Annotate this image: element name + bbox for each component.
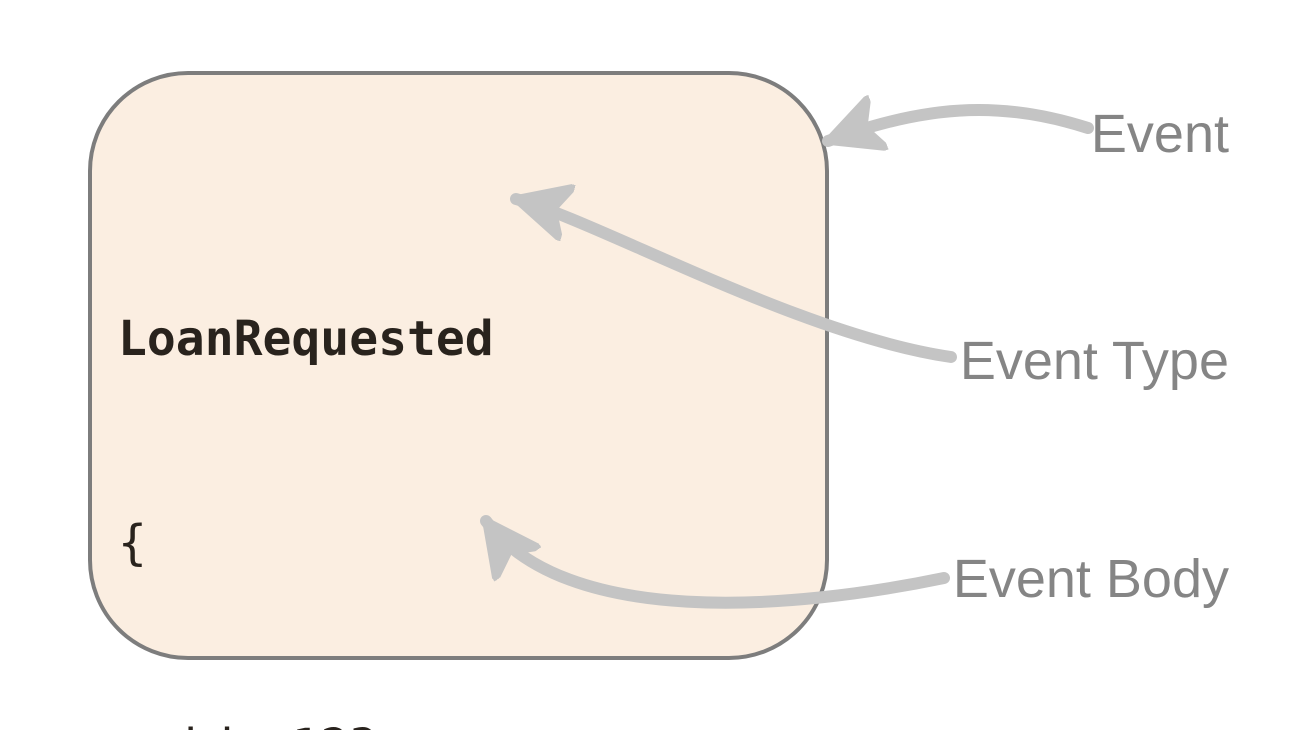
event-arrow (822, 110, 1094, 141)
event-body-line: id: 123, (118, 713, 783, 730)
event-type-name: LoanRequested (118, 311, 494, 367)
event-type-label: Event Type (959, 331, 1229, 391)
event-body-line: { (118, 515, 147, 571)
event-label: Event (1090, 104, 1229, 164)
event-code-block: LoanRequested { id: 123, amount: 100, bo… (118, 169, 783, 730)
event-body-label: Event Body (952, 549, 1229, 609)
